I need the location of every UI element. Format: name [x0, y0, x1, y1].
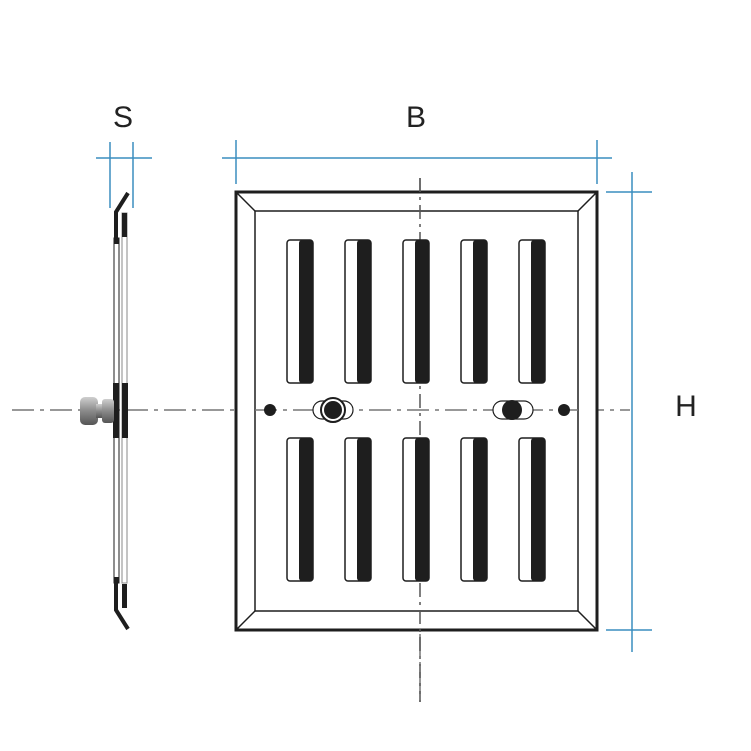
knob — [80, 397, 114, 425]
slider-knob-left — [312, 397, 354, 423]
vent-slot — [402, 239, 430, 384]
dimension-label-h: H — [675, 390, 697, 423]
slots — [286, 239, 546, 582]
vent-slot — [344, 239, 372, 384]
vent-slot — [518, 239, 546, 384]
dimension-label-b: B — [405, 101, 427, 134]
vent-slot — [460, 437, 488, 582]
slider-knob-right — [492, 400, 534, 420]
vent-slot — [344, 437, 372, 582]
vent-slot — [286, 239, 314, 384]
screw-hole-right — [558, 404, 570, 416]
dimension-lines — [96, 140, 652, 652]
vent-slot — [402, 437, 430, 582]
vent-slot — [518, 437, 546, 582]
inner-frame — [254, 210, 579, 612]
vent-slot — [460, 239, 488, 384]
screw-hole-left — [264, 404, 276, 416]
dimension-label-s: S — [112, 101, 134, 134]
vent-slot — [286, 437, 314, 582]
front-view — [234, 178, 599, 702]
side-view — [80, 191, 130, 631]
